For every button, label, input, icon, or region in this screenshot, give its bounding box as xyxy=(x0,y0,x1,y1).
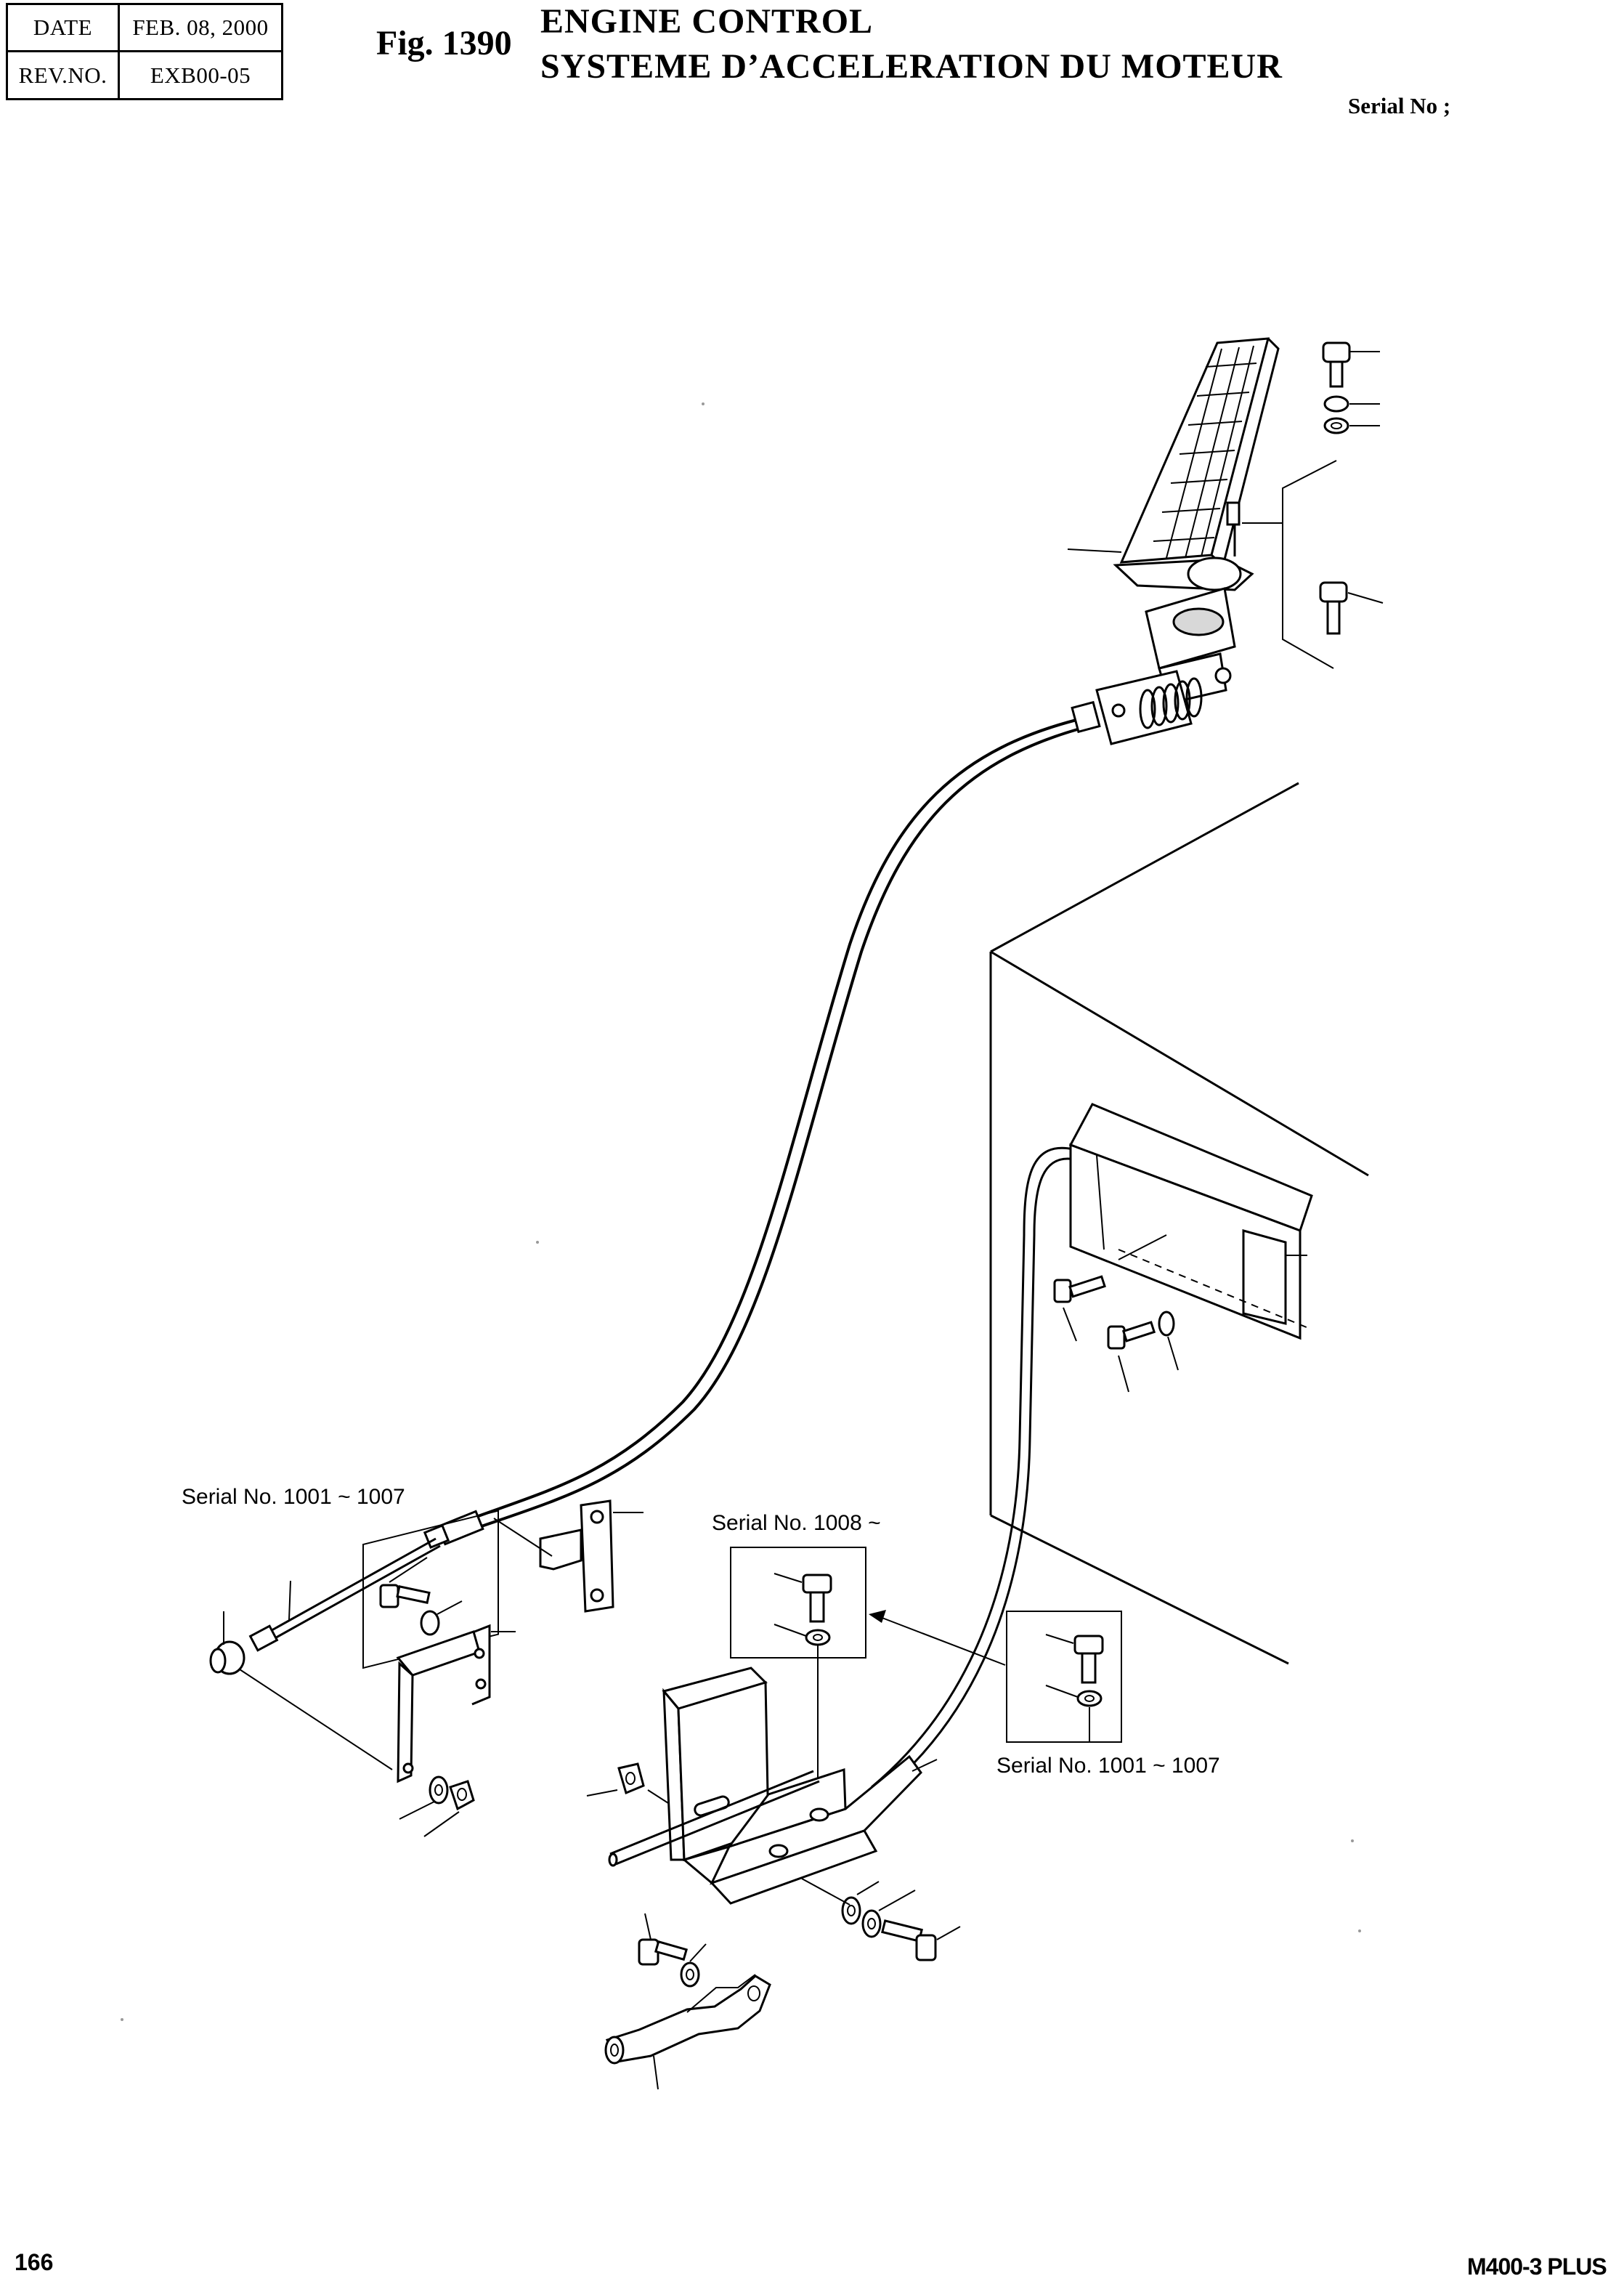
inset-serial-1001-1007-right xyxy=(1006,1611,1122,1743)
lower-lever-assembly xyxy=(604,1913,771,2090)
figure-number: Fig. 1390 xyxy=(376,24,512,62)
serial-callout-1008: Serial No. 1008 ~ xyxy=(712,1511,881,1535)
table-divider-horizontal xyxy=(8,50,281,52)
inset-serial-1008 xyxy=(730,1547,1006,1806)
serial-callout-left: Serial No. 1001 ~ 1007 xyxy=(182,1485,405,1509)
revision-table: DATE FEB. 08, 2000 REV.NO. EXB00-05 xyxy=(6,3,283,100)
date-value: FEB. 08, 2000 xyxy=(132,15,269,40)
scan-marks xyxy=(121,402,1361,2021)
date-label: DATE xyxy=(33,15,93,40)
rev-label: REV.NO. xyxy=(18,62,107,88)
governor-bracket xyxy=(1053,1103,1313,1393)
pedal-hardware xyxy=(1242,341,1384,669)
model-name: M400-3 PLUS xyxy=(1467,2253,1607,2280)
engine-side-cable xyxy=(871,1146,1076,1796)
title-french: SYSTEME D’ACCELERATION DU MOTEUR xyxy=(540,47,1283,86)
rev-value: EXB00-05 xyxy=(150,62,251,88)
main-mounting-bracket xyxy=(586,1667,961,1961)
accelerator-pedal-assembly xyxy=(1067,337,1280,745)
throttle-cable xyxy=(248,700,1101,1652)
machine-body-outline xyxy=(989,782,1369,1665)
serial-callout-right: Serial No. 1001 ~ 1007 xyxy=(996,1754,1220,1778)
title-english: ENGINE CONTROL xyxy=(540,2,874,41)
cable-clamp-bracket-left xyxy=(209,1499,643,1837)
serial-number-label: Serial No ; xyxy=(1348,93,1451,118)
page-number: 166 xyxy=(15,2249,54,2275)
